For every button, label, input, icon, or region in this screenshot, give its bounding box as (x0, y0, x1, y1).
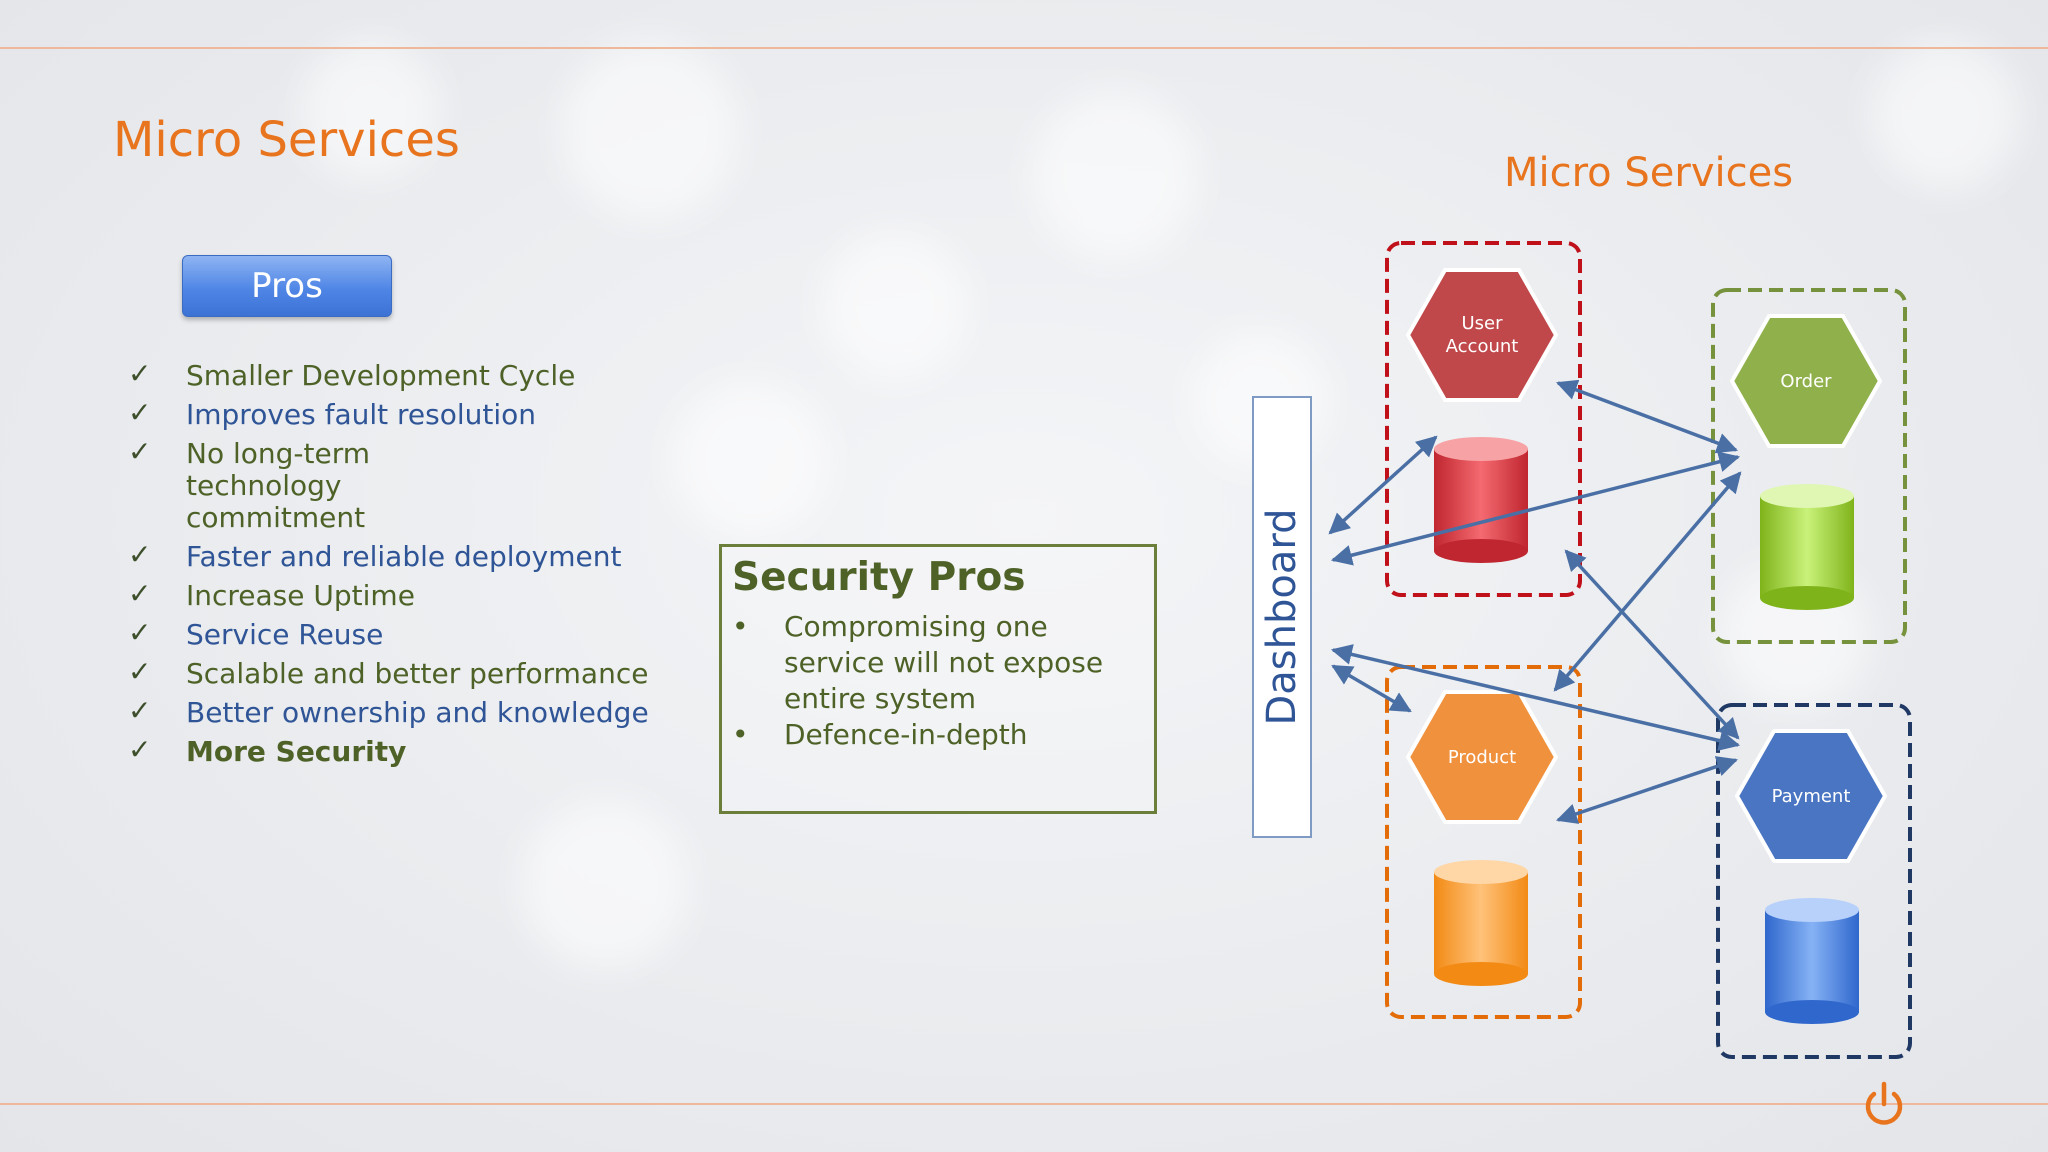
security-pros-title: Security Pros (732, 555, 1026, 600)
database-icon (1760, 484, 1854, 610)
pros-button[interactable]: Pros (182, 255, 392, 317)
top-divider (0, 47, 2048, 49)
list-item: ✓ Smaller Development Cycle (128, 357, 688, 392)
arrow (1556, 379, 1738, 454)
checkmark-icon: ✓ (128, 435, 152, 468)
database-icon (1434, 860, 1528, 986)
user-account-label: User Account (1408, 312, 1556, 358)
list-item: ✓ Service Reuse (128, 616, 688, 651)
product-label: Product (1408, 746, 1556, 769)
database-icon (1765, 898, 1859, 1024)
list-item-text: Improves fault resolution (186, 398, 537, 431)
checkmark-icon: ✓ (128, 577, 152, 610)
list-item: ✓ No long-term technology commitment (128, 435, 688, 534)
arrow (1331, 664, 1412, 713)
bullet-icon: • (732, 610, 749, 643)
checkmark-icon: ✓ (128, 694, 152, 727)
checkmark-icon: ✓ (128, 616, 152, 649)
checkmark-icon: ✓ (128, 357, 152, 390)
payment-container (1716, 703, 1912, 1059)
arrow (1328, 435, 1438, 535)
user-account-hexagon (1405, 268, 1559, 402)
list-item-text: Better ownership and knowledge (186, 696, 649, 729)
list-item-text: Defence-in-depth (784, 718, 1028, 751)
list-item-text: No long-term technology commitment (186, 437, 371, 534)
list-item: ✓ More Security (128, 733, 688, 768)
list-item: ✓ Improves fault resolution (128, 396, 688, 431)
payment-label: Payment (1737, 785, 1885, 808)
list-item-text: Smaller Development Cycle (186, 359, 576, 392)
connector-arrows (1328, 379, 1742, 824)
list-item-text: Compromising one service will not expose… (784, 610, 1104, 715)
order-label: Order (1732, 370, 1880, 393)
list-item-text: Faster and reliable deployment (186, 540, 622, 573)
list-item-text: Service Reuse (186, 618, 384, 651)
list-item: ✓ Scalable and better performance (128, 655, 688, 690)
list-item: ✓ Faster and reliable deployment (128, 538, 688, 573)
label-line: User (1461, 313, 1503, 334)
list-item-text: Increase Uptime (186, 579, 415, 612)
bottom-divider (0, 1103, 2048, 1105)
checkmark-icon: ✓ (128, 538, 152, 571)
security-pros-box: Security Pros • Compromising one service … (719, 544, 1157, 814)
label-line: Product (1447, 747, 1517, 768)
list-item: ✓ Increase Uptime (128, 577, 688, 612)
checkmark-icon: ✓ (128, 396, 152, 429)
list-item: ✓ Better ownership and knowledge (128, 694, 688, 729)
database-icon (1434, 437, 1528, 563)
list-item: • Defence-in-depth (732, 717, 1152, 753)
bullet-icon: • (732, 718, 749, 751)
order-container (1711, 288, 1907, 644)
list-item: • Compromising one service will not expos… (732, 609, 1152, 717)
checkmark-icon: ✓ (128, 733, 152, 766)
diagram-title: Micro Services (1504, 150, 1794, 196)
pros-list: ✓ Smaller Development Cycle ✓ Improves fau… (128, 357, 688, 775)
arrow (1564, 549, 1740, 740)
label-line: Account (1445, 336, 1519, 357)
list-item-text: Scalable and better performance (186, 657, 649, 690)
label-line: Order (1780, 371, 1832, 392)
dashboard-box: Dashboard (1252, 396, 1312, 838)
security-pros-list: • Compromising one service will not expos… (732, 609, 1152, 753)
list-item-text: More Security (186, 735, 407, 768)
arrow (1556, 756, 1738, 824)
page-title: Micro Services (113, 112, 460, 168)
checkmark-icon: ✓ (128, 655, 152, 688)
label-line: Payment (1771, 786, 1851, 807)
power-icon[interactable] (1862, 1080, 1906, 1130)
product-container (1385, 665, 1582, 1019)
